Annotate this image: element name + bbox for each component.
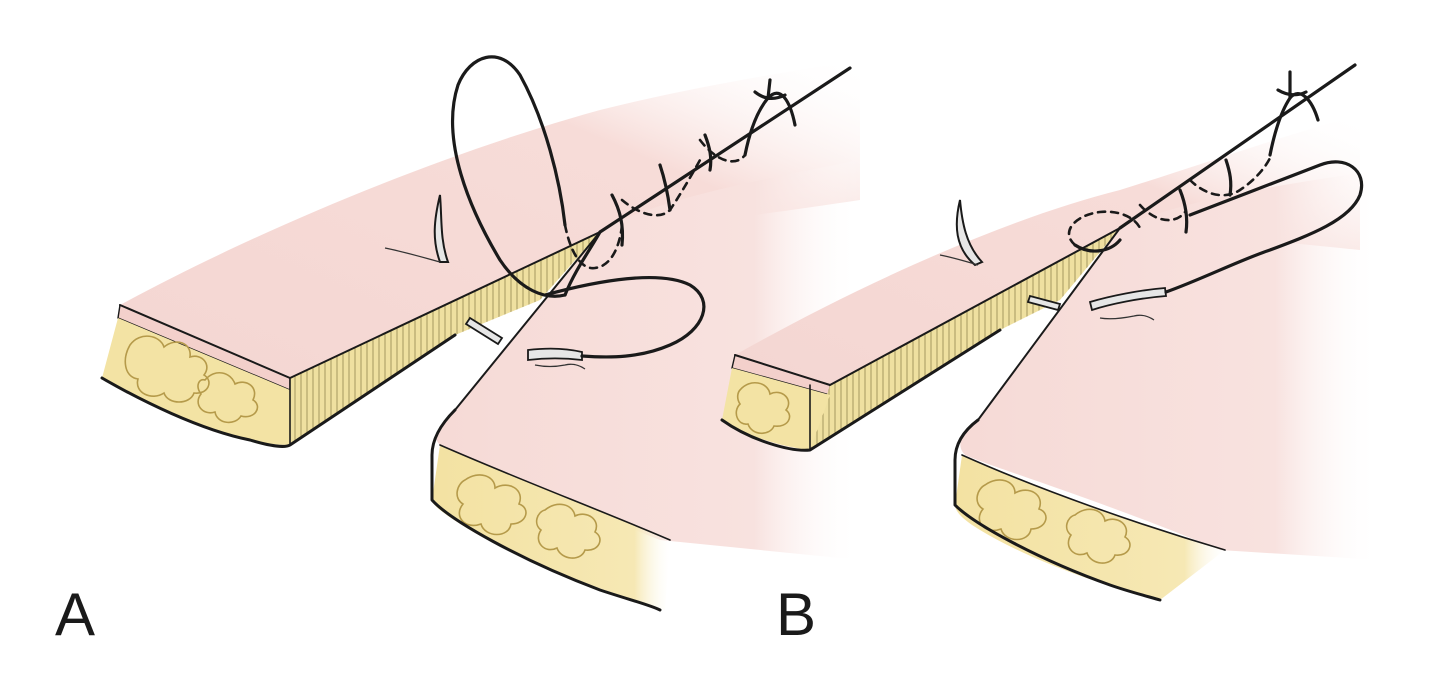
panel-b-stitch-2 — [1224, 158, 1233, 197]
panel-a-right-dermis-line — [439, 444, 671, 541]
panel-a-knot — [743, 78, 797, 157]
panel-a-left-fat-front — [102, 318, 290, 445]
panel-a-label: A — [55, 581, 96, 648]
panel-a-needle-exit — [527, 347, 583, 362]
panel-a-buried-needle — [464, 316, 504, 346]
panel-b-needle — [955, 199, 984, 267]
panel-a-fat-lobule-2 — [197, 372, 259, 424]
panel-a-right-flap-outline — [430, 408, 662, 612]
panel-b-buried-loop — [1067, 210, 1142, 247]
panel-a-stitch-3 — [703, 133, 713, 172]
panel-b-exit-dots — [1099, 314, 1155, 321]
panel-a-fat-lobule-1 — [124, 335, 210, 403]
panel-b-fat-lobule-2 — [976, 479, 1047, 541]
panel-a-buried-bite-1 — [563, 223, 624, 270]
panel-b-left-top-outline — [734, 227, 1121, 386]
panel-b-left-bottom-outline — [720, 328, 1002, 452]
panel-b-needle-exit — [1088, 287, 1168, 312]
panel-a-stitch-2 — [658, 163, 672, 212]
panel-a-right-fat-block — [432, 445, 670, 610]
panel-a-thread-run — [598, 66, 852, 234]
panel-b-stitch-1 — [1178, 188, 1189, 234]
panel-a-left-skin-surface — [120, 60, 860, 378]
panel-a-buried-bite-3 — [698, 138, 747, 163]
panel-b-incision-line — [977, 227, 1121, 421]
panel-a-fat-lobule-3 — [456, 474, 527, 536]
panel-a-right-skin-surface — [435, 160, 860, 560]
panel-a-needle-track — [384, 247, 441, 263]
panel-b-buried-needle — [1026, 294, 1062, 312]
panel-b-thread-surface — [1073, 238, 1122, 253]
panel-b-needle-track — [939, 254, 979, 266]
panel-a-thread-loop-upper — [450, 55, 567, 298]
panel-b-thread-run — [1118, 63, 1357, 230]
panel-b-left-skin-surface — [735, 115, 1360, 385]
panel-b-buried-bite-1 — [1138, 203, 1187, 222]
panel-a-thread-loop-lower — [543, 276, 706, 359]
panel-b-thread-loop — [1164, 160, 1364, 294]
panel-a-incision-line — [454, 231, 601, 411]
panel-a-needle — [433, 194, 450, 263]
panel-b-label: B — [776, 581, 817, 648]
panel-b-left-fat-front — [722, 368, 830, 450]
panel-b-right-skin-surface — [960, 170, 1380, 560]
panel-a-fat-lobule-4 — [535, 503, 601, 559]
panel-b-fat-lobule-3 — [1065, 508, 1131, 564]
panel-b — [720, 63, 1380, 602]
panel-a — [100, 55, 860, 612]
panel-a-thread-tail — [563, 230, 602, 297]
panel-b-right-flap-outline — [953, 418, 1162, 602]
panel-b-buried-bite-2 — [1188, 156, 1272, 197]
panel-a-stitch-1 — [610, 193, 625, 247]
panel-a-left-bottom-outline — [100, 333, 457, 448]
panel-b-right-dermis-line — [961, 454, 1226, 551]
panel-b-fat-lobule-1 — [735, 382, 791, 435]
panel-b-knot — [1268, 70, 1320, 157]
panel-a-exit-dots — [534, 363, 586, 370]
panel-b-right-fat-block — [955, 455, 1225, 600]
panel-b-cut-wall-hatching — [810, 228, 1120, 450]
